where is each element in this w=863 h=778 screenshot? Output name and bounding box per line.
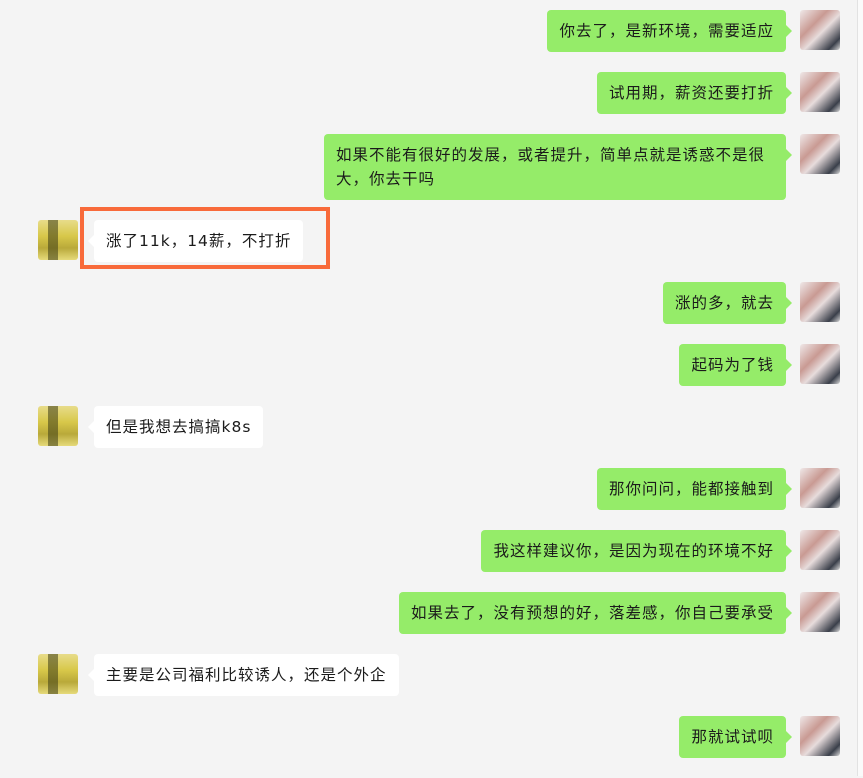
my-avatar[interactable] — [800, 468, 840, 508]
my-avatar[interactable] — [800, 134, 840, 174]
sent-message: 如果不能有很好的发展，或者提升，简单点就是诱惑不是很大，你去干吗 — [0, 134, 858, 200]
received-message: 主要是公司福利比较诱人，还是个外企 — [0, 654, 858, 696]
message-bubble[interactable]: 涨了11k，14薪，不打折 — [87, 220, 304, 262]
message-bubble[interactable]: 如果不能有很好的发展，或者提升，简单点就是诱惑不是很大，你去干吗 — [324, 134, 792, 200]
message-bubble[interactable]: 那你问问，能都接触到 — [596, 468, 793, 510]
my-avatar[interactable] — [800, 716, 840, 756]
message-bubble[interactable]: 但是我想去搞搞k8s — [87, 406, 264, 448]
sent-message: 我这样建议你，是因为现在的环境不好 — [0, 530, 858, 572]
message-bubble[interactable]: 如果去了，没有预想的好，落差感，你自己要承受 — [398, 592, 793, 634]
message-bubble[interactable]: 主要是公司福利比较诱人，还是个外企 — [88, 654, 399, 696]
contact-avatar[interactable] — [38, 220, 78, 260]
my-avatar[interactable] — [800, 10, 840, 50]
received-message: 但是我想去搞搞k8s — [0, 406, 858, 448]
contact-avatar[interactable] — [38, 654, 78, 694]
window-edge — [857, 0, 863, 776]
sent-message: 那就试试呗 — [0, 716, 858, 758]
my-avatar[interactable] — [800, 282, 840, 322]
message-bubble[interactable]: 试用期，薪资还要打折 — [596, 72, 793, 114]
message-bubble[interactable]: 你去了，是新环境，需要适应 — [547, 10, 792, 52]
my-avatar[interactable] — [800, 72, 840, 112]
sent-message: 你去了，是新环境，需要适应 — [0, 10, 858, 52]
chat-message-list[interactable]: 你去了，是新环境，需要适应试用期，薪资还要打折如果不能有很好的发展，或者提升，简… — [0, 10, 858, 778]
sent-message: 起码为了钱 — [0, 344, 858, 386]
sent-message: 那你问问，能都接触到 — [0, 468, 858, 510]
sent-message: 试用期，薪资还要打折 — [0, 72, 858, 114]
my-avatar[interactable] — [800, 530, 840, 570]
message-bubble[interactable]: 我这样建议你，是因为现在的环境不好 — [481, 530, 792, 572]
my-avatar[interactable] — [800, 344, 840, 384]
message-bubble[interactable]: 起码为了钱 — [679, 344, 792, 386]
sent-message: 如果去了，没有预想的好，落差感，你自己要承受 — [0, 592, 858, 634]
message-bubble[interactable]: 涨的多，就去 — [662, 282, 793, 324]
contact-avatar[interactable] — [38, 406, 78, 446]
sent-message: 涨的多，就去 — [0, 282, 858, 324]
received-message: 涨了11k，14薪，不打折 — [0, 207, 858, 269]
message-bubble[interactable]: 那就试试呗 — [679, 716, 792, 758]
my-avatar[interactable] — [800, 592, 840, 632]
